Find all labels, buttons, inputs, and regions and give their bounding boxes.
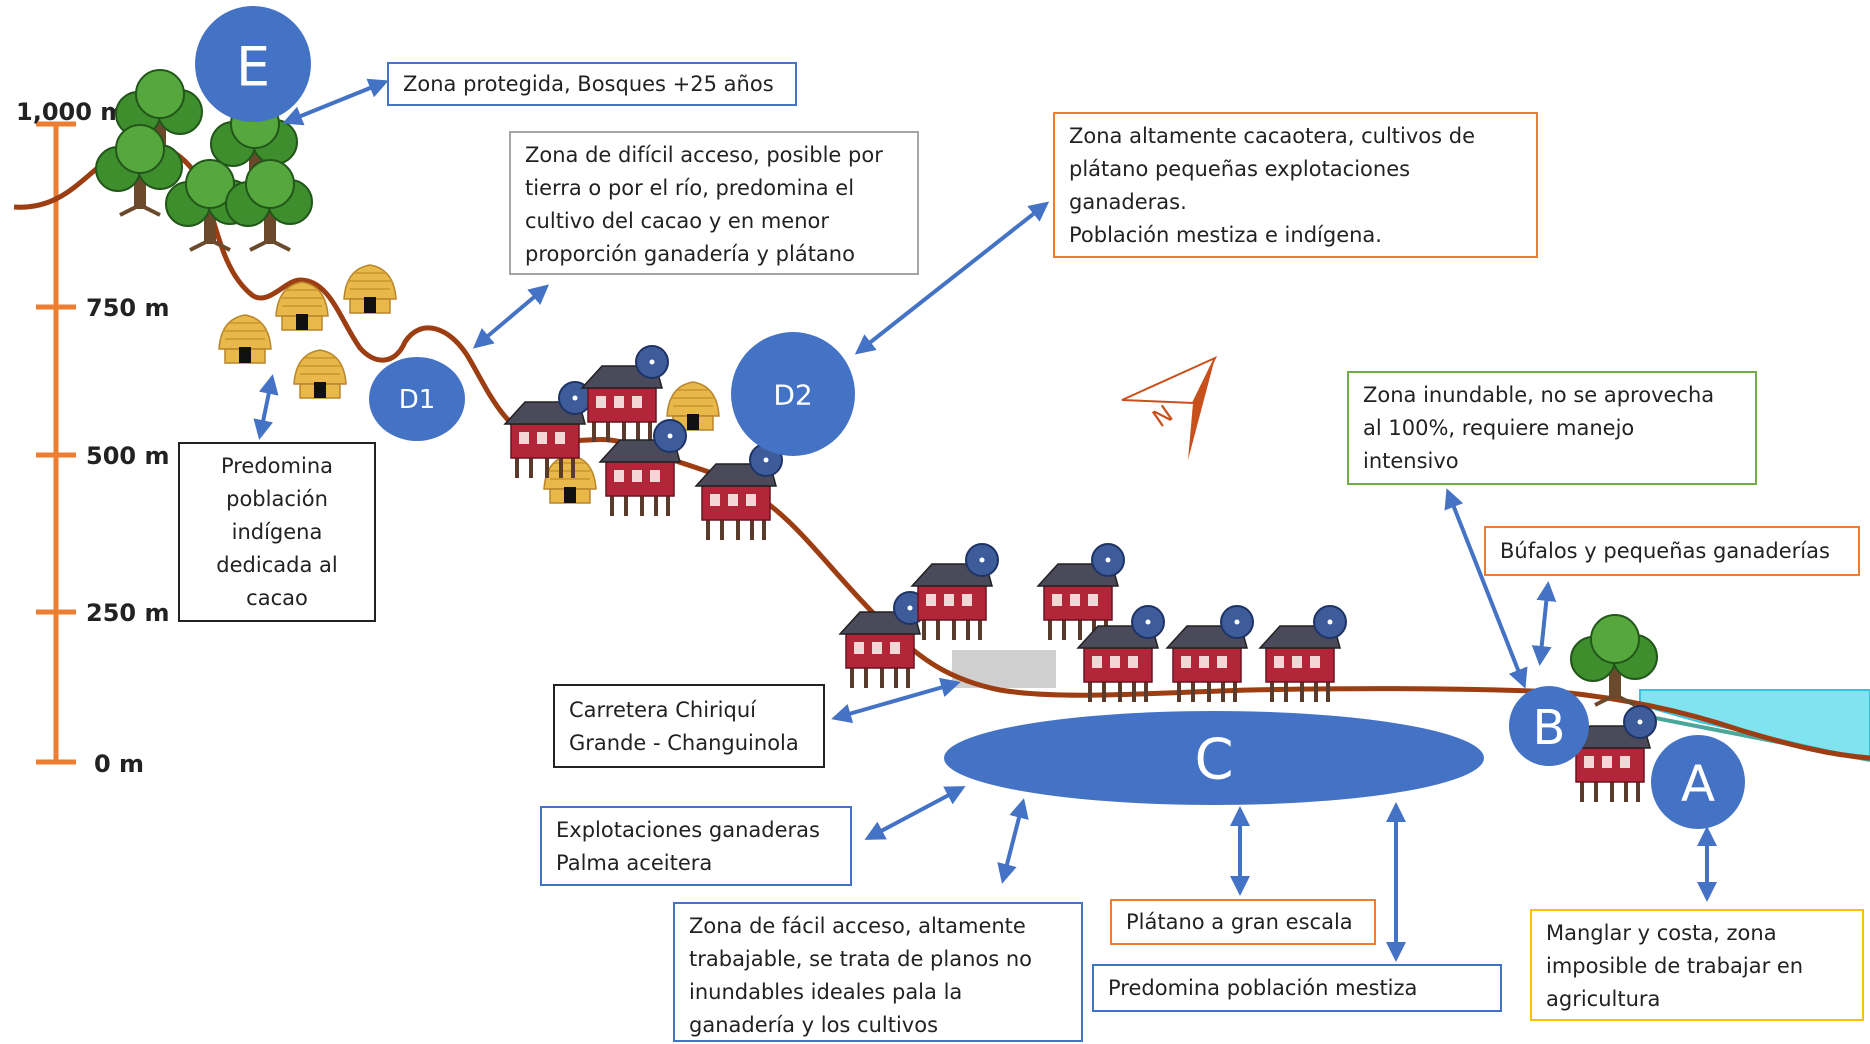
flood-line-1: Zona inundable, no se aprovecha: [1363, 383, 1715, 407]
cacao-zone-box: Zona altamente cacaotera, cultivos de pl…: [1053, 112, 1538, 258]
mangrove-line-1: Manglar y costa, zona: [1546, 921, 1777, 945]
difficult-line-4: proporción ganadería y plátano: [525, 242, 855, 266]
cacao-line-2: plátano pequeñas explotaciones: [1069, 157, 1411, 181]
compass-north-label: N: [1147, 400, 1178, 433]
zone-a-label: A: [1681, 755, 1715, 813]
tick-label-750: 750 m: [86, 294, 169, 322]
arrow-c-easy: [997, 798, 1029, 884]
plantain-box: Plátano a gran escala: [1110, 899, 1376, 945]
zone-c-label: C: [1194, 728, 1233, 793]
indigenous-line-4: dedicada al: [216, 553, 338, 577]
zone-d1-marker: D1: [369, 357, 465, 441]
mangrove-line-3: agricultura: [1546, 987, 1661, 1011]
easy-line-4: ganadería y los cultivos: [689, 1013, 939, 1037]
zone-b-marker: B: [1509, 686, 1589, 766]
flood-line-2: al 100%, requiere manejo: [1363, 416, 1635, 440]
indigenous-line-1: Predomina: [220, 454, 334, 478]
difficult-access-box: Zona de difícil acceso, posible por tier…: [509, 131, 919, 275]
zone-d2-label: D2: [773, 379, 812, 412]
zone-e-marker: E: [195, 6, 311, 122]
arrow-b-flood: [1444, 488, 1528, 689]
arrow-huts-indigenous: [253, 374, 279, 440]
easy-line-2: trabajable, se trata de planos no: [689, 947, 1033, 971]
elevation-scale: 1,000 m 750 m 500 m 250 m 0 m: [16, 98, 169, 778]
cacao-line-1: Zona altamente cacaotera, cultivos de: [1069, 124, 1475, 148]
compass: N: [1121, 355, 1218, 460]
road-box: Carretera Chiriquí Grande - Changuinola: [553, 684, 825, 768]
road-line-2: Grande - Changuinola: [569, 731, 799, 755]
arrow-b-buffalo: [1531, 581, 1557, 666]
mangrove-box: Manglar y costa, zona imposible de traba…: [1530, 909, 1864, 1021]
arrow-road: [831, 677, 961, 724]
indigenous-line-3: indígena: [231, 520, 323, 544]
indigenous-line-2: población: [226, 487, 328, 511]
indigenous-line-5: cacao: [246, 586, 308, 610]
tick-label-250: 250 m: [86, 599, 169, 627]
tick-label-1000: 1,000 m: [16, 98, 125, 126]
mestizo-box: Predomina población mestiza: [1092, 964, 1502, 1012]
mangrove-line-2: imposible de trabajar en: [1546, 954, 1804, 978]
arrow-d2-cacao: [854, 201, 1050, 355]
zone-b-label: B: [1533, 700, 1566, 756]
zone-d1-label: D1: [399, 385, 436, 415]
plantain-line-1: Plátano a gran escala: [1126, 910, 1353, 934]
flood-zone-box: Zona inundable, no se aprovecha al 100%,…: [1347, 371, 1757, 485]
mestizo-line-1: Predomina población mestiza: [1108, 976, 1418, 1000]
easy-line-3: inundables ideales pala la: [689, 980, 963, 1004]
zone-a-marker: A: [1651, 735, 1745, 829]
livestock-line-2: Palma aceitera: [556, 851, 713, 875]
zone-d2-marker: D2: [731, 332, 855, 456]
protected-forest-box: Zona protegida, Bosques +25 años: [387, 62, 797, 106]
easy-access-box: Zona de fácil acceso, altamente trabajab…: [673, 902, 1083, 1042]
buffalo-box: Búfalos y pequeñas ganaderías: [1484, 526, 1860, 576]
protected-line-1: Zona protegida, Bosques +25 años: [403, 72, 774, 96]
flood-line-3: intensivo: [1363, 449, 1459, 473]
cacao-line-4: Población mestiza e indígena.: [1069, 223, 1382, 247]
difficult-line-3: cultivo del cacao y en menor: [525, 209, 829, 233]
tick-label-0: 0 m: [94, 750, 144, 778]
indigenous-population-box: Predomina población indígena dedicada al…: [178, 442, 376, 622]
road-line-1: Carretera Chiriquí: [569, 698, 756, 722]
arrow-c-livestock: [864, 786, 966, 840]
arrow-d1-difficult: [472, 284, 550, 349]
tick-label-500: 500 m: [86, 442, 169, 470]
livestock-line-1: Explotaciones ganaderas: [556, 818, 820, 842]
livestock-box: Explotaciones ganaderas Palma aceitera: [540, 806, 852, 886]
zone-c-marker: C: [944, 711, 1484, 805]
buffalo-line-1: Búfalos y pequeñas ganaderías: [1500, 539, 1830, 563]
arrow-e-protected: [282, 78, 389, 126]
difficult-line-1: Zona de difícil acceso, posible por: [525, 143, 883, 167]
connector-arrows: [253, 78, 1717, 962]
cacao-line-3: ganaderas.: [1069, 190, 1187, 214]
zone-e-label: E: [236, 36, 270, 99]
difficult-line-2: tierra o por el río, predomina el: [525, 176, 855, 200]
easy-line-1: Zona de fácil acceso, altamente: [689, 914, 1026, 938]
